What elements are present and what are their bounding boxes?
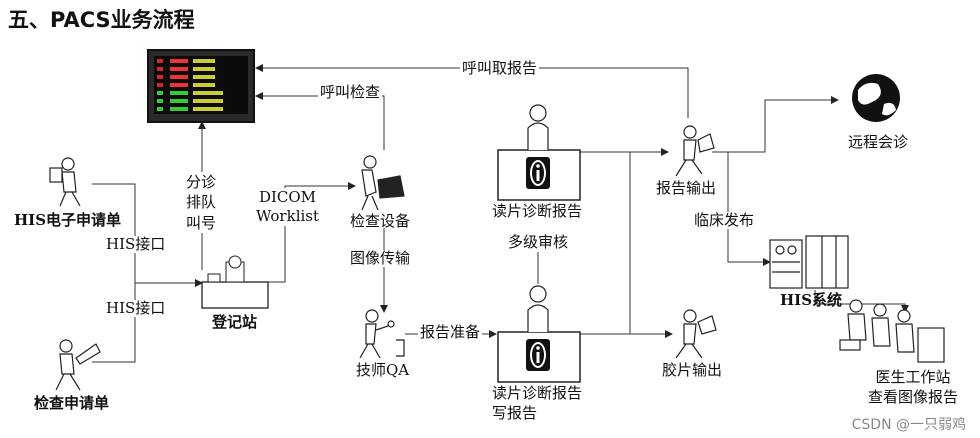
call-exam-line xyxy=(255,92,385,150)
call-report-label: 呼叫取报告 xyxy=(460,59,540,77)
clinical-publish-label: 临床发布 xyxy=(694,211,755,229)
read-diag-label-1: 读片诊断报告 xyxy=(492,202,583,220)
doctor-workstation-icon xyxy=(839,299,945,363)
review-trunk-line xyxy=(580,151,631,335)
report-output-person-icon xyxy=(675,125,715,177)
multi-review-label: 多级审核 xyxy=(508,233,569,251)
report-prep-label: 报告准备 xyxy=(418,323,483,341)
remote-consult-label: 远程会诊 xyxy=(848,133,909,151)
person-icon xyxy=(527,104,549,150)
his-order-person-icon xyxy=(49,157,81,207)
his-interface-label-2: HIS接口 xyxy=(106,299,166,317)
read-diag-label-2: 读片诊断报告 写报告 xyxy=(492,384,583,422)
clinical-publish-line xyxy=(727,152,771,266)
film-output-label: 胶片输出 xyxy=(662,361,723,379)
server-rack-icon xyxy=(769,235,849,289)
dicom-worklist-label: DICOM Worklist xyxy=(256,188,320,226)
page-title: 五、PACS业务流程 xyxy=(8,8,195,32)
globe-icon xyxy=(852,74,900,122)
queue-display-monitor-icon xyxy=(147,49,255,123)
image-transfer-label: 图像传输 xyxy=(350,249,411,267)
film-output-person-icon xyxy=(675,309,717,359)
person-icon xyxy=(527,285,549,332)
exam-device-label: 检查设备 xyxy=(350,212,411,230)
call-report-line xyxy=(255,64,689,118)
dicom-line xyxy=(268,182,356,283)
registration-label: 登记站 xyxy=(212,313,258,331)
info-icon xyxy=(526,157,550,189)
call-exam-label: 呼叫检查 xyxy=(318,83,383,101)
his-order-label: HIS电子申请单 xyxy=(14,211,122,229)
report-output-label: 报告输出 xyxy=(656,179,717,197)
info-icon xyxy=(526,339,550,371)
his-interface-label-1: HIS接口 xyxy=(106,235,166,253)
tech-qa-label: 技师QA xyxy=(356,361,410,379)
remote-consult-line xyxy=(712,96,839,153)
triage-label: 分诊 排队 叫号 xyxy=(186,172,217,233)
registration-desk-icon xyxy=(201,255,269,309)
tech-qa-icon xyxy=(359,309,405,359)
exam-order-person-icon xyxy=(55,339,101,391)
exam-order-label: 检查申请单 xyxy=(34,394,110,412)
his-interface-line xyxy=(92,183,136,363)
doctor-ws-label: 医生工作站 查看图像报告 xyxy=(868,368,959,406)
watermark: CSDN @一只弱鸡 xyxy=(851,417,966,433)
his-system-label: HIS系统 xyxy=(780,291,843,309)
exam-device-icon xyxy=(361,155,405,211)
